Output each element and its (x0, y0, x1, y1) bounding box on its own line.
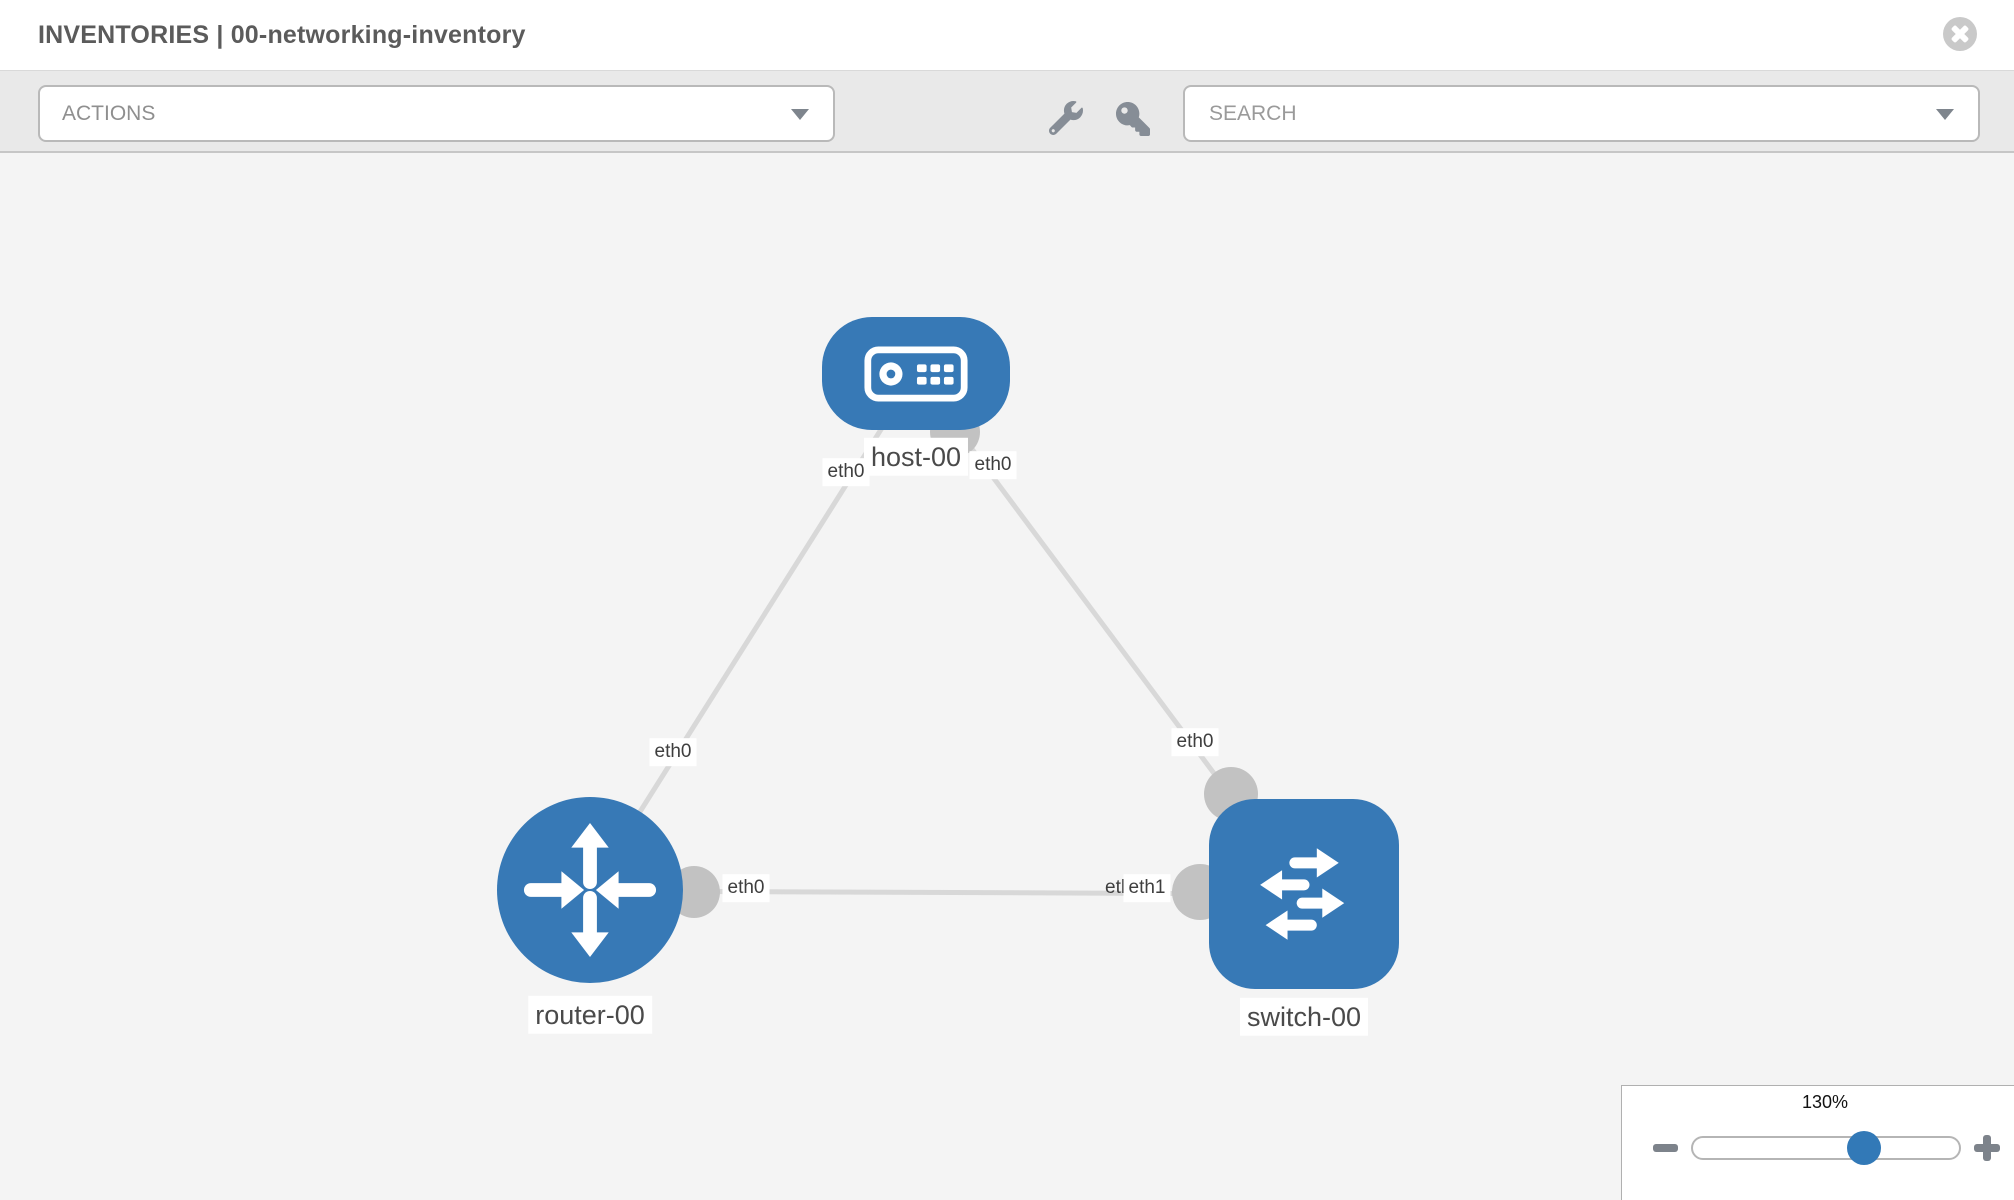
search-dropdown[interactable] (1183, 85, 1980, 142)
port-label: eth0 (722, 874, 770, 902)
zoom-slider-thumb[interactable] (1847, 1131, 1881, 1165)
zoom-slider-track[interactable] (1691, 1136, 1961, 1160)
node-label-switch: switch-00 (1239, 997, 1369, 1037)
zoom-control-panel: 130% (1621, 1085, 2014, 1200)
chevron-down-icon (1936, 108, 1954, 120)
page-title: INVENTORIES | 00-networking-inventory (38, 20, 526, 49)
actions-dropdown-label: ACTIONS (62, 101, 156, 125)
page-header: INVENTORIES | 00-networking-inventory (0, 0, 2014, 71)
links-layer (587, 372, 1307, 920)
search-input[interactable] (1207, 100, 1911, 127)
actions-dropdown[interactable]: ACTIONS (38, 85, 835, 142)
host-icon (864, 346, 968, 401)
node-host-00[interactable] (822, 317, 1010, 430)
close-icon[interactable] (1943, 17, 1977, 51)
node-router-00[interactable] (497, 797, 683, 983)
zoom-in-button[interactable] (1974, 1135, 2000, 1161)
switch-icon (1260, 848, 1345, 940)
port-label: eth0 (649, 738, 697, 766)
topology-canvas[interactable]: eth0 eth0 host-00 eth0 eth0 eth0 eth eth… (0, 153, 2014, 1200)
chevron-down-icon (791, 108, 809, 120)
node-switch-00[interactable] (1209, 799, 1399, 989)
zoom-out-button[interactable] (1653, 1144, 1678, 1152)
wrench-icon[interactable] (1048, 101, 1083, 136)
port-label: eth0 (969, 451, 1017, 479)
node-label-host: host-00 (863, 437, 969, 477)
port-label: eth0 (1171, 728, 1219, 756)
node-label-router: router-00 (528, 995, 652, 1035)
port-label: eth0 (822, 458, 870, 486)
port-label: eth1 (1123, 874, 1171, 902)
zoom-value: 130% (1801, 1092, 1849, 1112)
toolbar: ACTIONS (0, 71, 2014, 153)
router-icon (523, 822, 657, 958)
key-icon[interactable] (1116, 102, 1150, 136)
